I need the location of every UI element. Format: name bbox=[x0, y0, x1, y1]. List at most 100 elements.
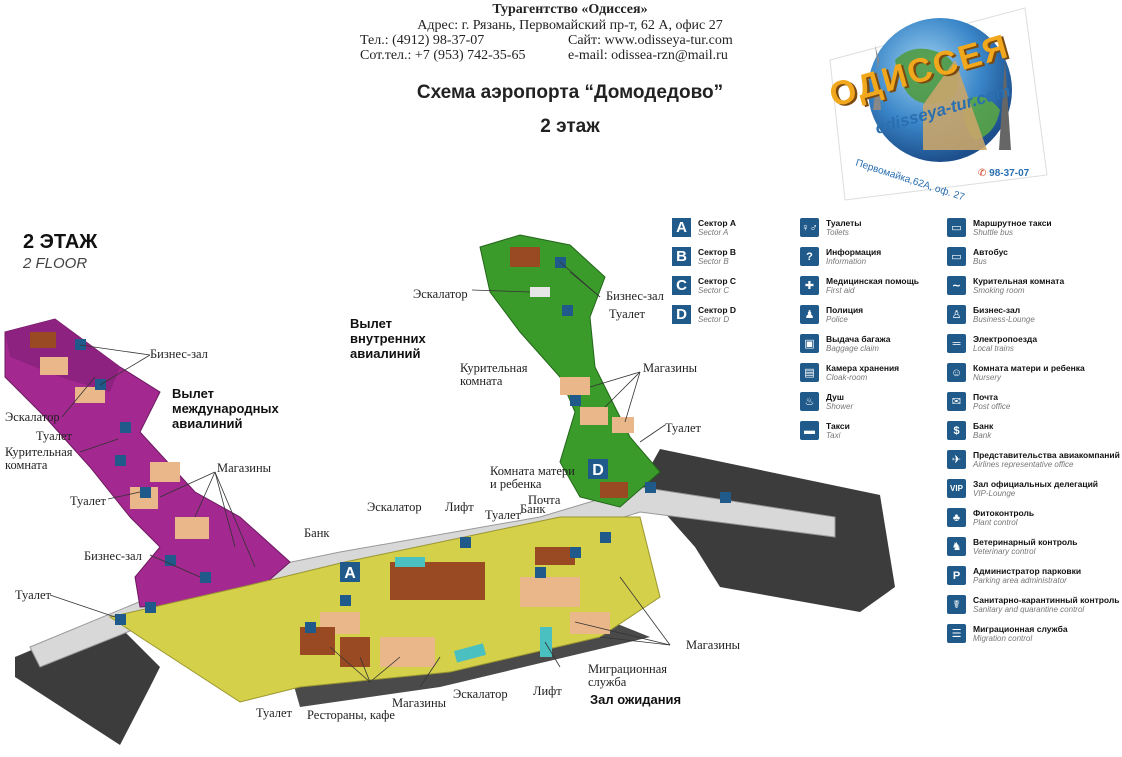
international-line-3: авиалиний bbox=[172, 416, 243, 431]
nursery-line-2: и ребенка bbox=[490, 477, 542, 491]
smoking-room-icon: ∼ bbox=[947, 276, 966, 295]
waiting-hall-label: Зал ожидания bbox=[590, 692, 682, 707]
shuttle-bus-icon: ▭ bbox=[947, 218, 966, 237]
escalator-label-domestic: Эскалатор bbox=[413, 287, 468, 301]
domestic-line-1: Вылет bbox=[350, 316, 393, 331]
floor-label-en: 2 FLOOR bbox=[23, 255, 88, 272]
legend-label-en: Police bbox=[826, 315, 848, 324]
sector-d-letter: D bbox=[592, 462, 604, 479]
first-aid-icon: ✚ bbox=[800, 276, 819, 295]
statue-icon bbox=[873, 45, 881, 110]
legend-label-ru: Представительства авиакомпаний bbox=[973, 450, 1120, 460]
legend-label-en: Cloak-room bbox=[826, 373, 868, 382]
sector-a-letter: A bbox=[344, 565, 356, 582]
international-line-1: Вылет bbox=[172, 386, 215, 401]
migration-service-label: Миграционная служба bbox=[588, 663, 667, 689]
smoking-intl-line-1: Курительная bbox=[5, 445, 73, 459]
legend-label-ru: Сектор D bbox=[698, 305, 737, 315]
roof-right bbox=[640, 449, 895, 612]
escalator-icons bbox=[395, 287, 552, 663]
legend-label-en: Shower bbox=[826, 402, 854, 411]
legend-label-en: First aid bbox=[826, 286, 855, 295]
legend-label-en: Sector C bbox=[698, 286, 730, 295]
legend-label-en: Parking area administrator bbox=[973, 576, 1067, 585]
legend-label-en: Business-Lounge bbox=[973, 315, 1035, 324]
quarantine-control-icon: ☤ bbox=[947, 595, 966, 614]
shops-label-right: Магазины bbox=[686, 638, 741, 652]
international-departures-label: Вылет международных авиалиний bbox=[172, 386, 279, 431]
domestic-line-2: внутренних bbox=[350, 331, 426, 346]
legend-label-en: Shuttle bus bbox=[973, 228, 1014, 237]
plant-control-icon: ♣ bbox=[947, 508, 966, 527]
migration-line-1: Миграционная bbox=[588, 662, 668, 676]
taxi-icon: ▬ bbox=[800, 421, 819, 440]
bank-label-left: Банк bbox=[304, 526, 330, 540]
central-hall bbox=[108, 516, 661, 703]
agency-name: Турагентство «Одиссея» bbox=[492, 2, 648, 17]
smoking-intl-line-2: комната bbox=[5, 458, 48, 472]
business-lounge-label-domestic: Бизнес-зал bbox=[606, 289, 664, 303]
floor-label: 2 ЭТАЖ bbox=[23, 231, 98, 253]
legend-label-en: Sector D bbox=[698, 315, 730, 324]
legend-label-ru: Санитарно-карантинный контроль bbox=[973, 595, 1120, 605]
domestic-departures-label: Вылет внутренних авиалиний bbox=[350, 316, 426, 361]
leader-lines bbox=[49, 261, 671, 688]
airline-office-icon: ✈ bbox=[947, 450, 966, 469]
agency-email[interactable]: e-mail: odissea-rzn@mail.ru bbox=[568, 48, 728, 63]
agency-site[interactable]: Сайт: www.odisseya-tur.com bbox=[568, 33, 733, 48]
pyramid-icon bbox=[923, 60, 987, 150]
legend-label-en: Information bbox=[826, 257, 867, 266]
legend-label-ru: Туалеты bbox=[826, 218, 862, 228]
toilet-label-domestic-2: Туалет bbox=[665, 421, 702, 435]
legend-label-ru: Информация bbox=[826, 247, 882, 257]
business-lounge-label-intl-2: Бизнес-зал bbox=[84, 549, 142, 563]
legend-label-en: Sector B bbox=[698, 257, 729, 266]
nursery-label: Комната матери и ребенка bbox=[490, 465, 575, 491]
smoking-line-2: комната bbox=[460, 374, 503, 388]
escalator-label-intl: Эскалатор bbox=[5, 410, 60, 424]
tower-icon bbox=[999, 60, 1011, 150]
bus-icon: ▭ bbox=[947, 247, 966, 266]
toilet-label-center: Туалет bbox=[485, 508, 522, 522]
legend-label-en: Local trains bbox=[973, 344, 1014, 353]
migration-control-icon: ☰ bbox=[947, 624, 966, 643]
legend-label-en: Plant control bbox=[973, 518, 1018, 527]
shops-label-domestic: Магазины bbox=[643, 361, 698, 375]
agency-address: Адрес: г. Рязань, Первомайский пр-т, 62 … bbox=[417, 18, 723, 33]
legend-label-ru: Комната матери и ребенка bbox=[973, 363, 1085, 373]
toilet-label-bottom: Туалет bbox=[256, 706, 293, 720]
legend-label-en: Post office bbox=[973, 402, 1011, 411]
phone-icon: ✆ bbox=[978, 168, 990, 179]
sector-marker-a: A bbox=[340, 562, 360, 582]
legend-label-ru: Сектор B bbox=[698, 247, 737, 257]
logo-phone: ✆ 98-37-07 bbox=[978, 168, 1029, 179]
page-title: Схема аэропорта “Домодедово” bbox=[416, 82, 724, 103]
legend-label-ru: Камера хранения bbox=[826, 363, 900, 373]
